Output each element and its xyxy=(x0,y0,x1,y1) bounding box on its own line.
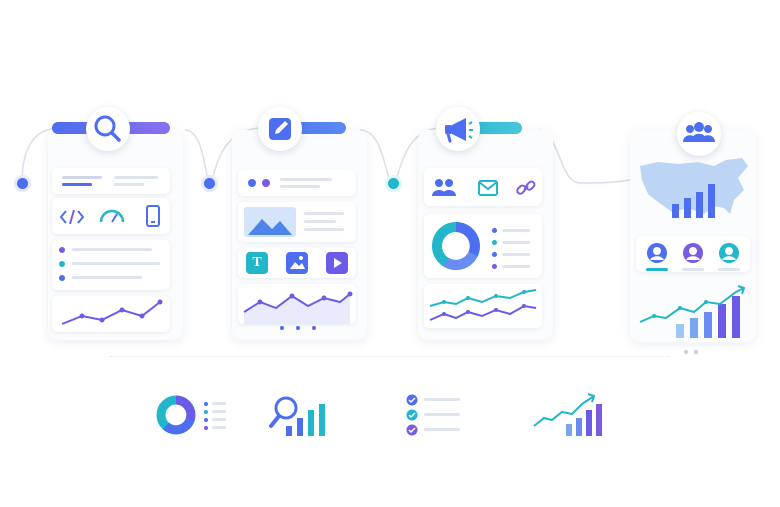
image-icon xyxy=(244,207,296,237)
avatar-icon xyxy=(683,243,703,263)
connector-node-1 xyxy=(17,178,28,189)
stage4-pager xyxy=(684,350,688,354)
stage2-media-tile xyxy=(238,202,356,242)
stage1-badge xyxy=(86,107,130,151)
donut-chart xyxy=(156,395,196,435)
stage1-tools-tile xyxy=(52,198,170,234)
summary-growth-card xyxy=(528,388,608,440)
check-icon xyxy=(406,424,418,436)
link-icon xyxy=(516,180,536,195)
stage3-channels-tile xyxy=(424,168,542,206)
growth-chart xyxy=(639,285,746,338)
stage4-profiles-tile xyxy=(636,236,750,272)
stage3-chart-tile xyxy=(424,284,542,328)
stage3-badge xyxy=(436,107,480,151)
divider xyxy=(110,356,670,358)
growth-icon xyxy=(533,393,602,436)
mobile-icon xyxy=(146,205,160,227)
summary-checklist-card xyxy=(398,388,478,440)
users-icon xyxy=(683,122,715,142)
stage1-line-chart xyxy=(61,299,163,325)
stage2-chart-tile xyxy=(238,284,356,330)
summary-donut-card xyxy=(150,390,232,440)
speedometer-icon xyxy=(99,209,125,223)
stage2-area-chart xyxy=(243,291,353,324)
connector-node-2 xyxy=(204,178,215,189)
audience-bar-chart xyxy=(672,184,715,218)
mail-icon xyxy=(478,180,498,196)
image-icon xyxy=(286,252,308,274)
stage1-list-tile xyxy=(52,240,170,290)
stage4-pager xyxy=(694,350,698,354)
check-icon xyxy=(406,409,418,421)
stage2-format-tile: T xyxy=(238,248,356,278)
connector-node-3 xyxy=(388,178,399,189)
stage3-line-chart xyxy=(429,289,537,321)
donut-chart xyxy=(432,222,480,270)
usa-map xyxy=(640,158,748,214)
megaphone-icon xyxy=(445,118,473,143)
stage1-progress-tile xyxy=(52,168,170,194)
stage1-chart-tile xyxy=(52,296,170,332)
search-analytics-icon xyxy=(269,396,325,436)
stage2-header-tile xyxy=(238,170,356,196)
avatar-icon xyxy=(647,243,667,263)
video-icon xyxy=(326,252,348,274)
people-icon xyxy=(432,179,456,196)
edit-icon xyxy=(269,118,291,140)
stage2-badge xyxy=(258,107,302,151)
code-icon xyxy=(59,209,85,225)
stage4-badge xyxy=(677,112,721,156)
avatar-icon xyxy=(719,243,739,263)
summary-search-card xyxy=(262,388,334,440)
search-icon xyxy=(94,115,121,142)
stage3-donut-tile xyxy=(424,214,542,278)
text-icon: T xyxy=(246,252,268,274)
check-icon xyxy=(406,394,418,406)
